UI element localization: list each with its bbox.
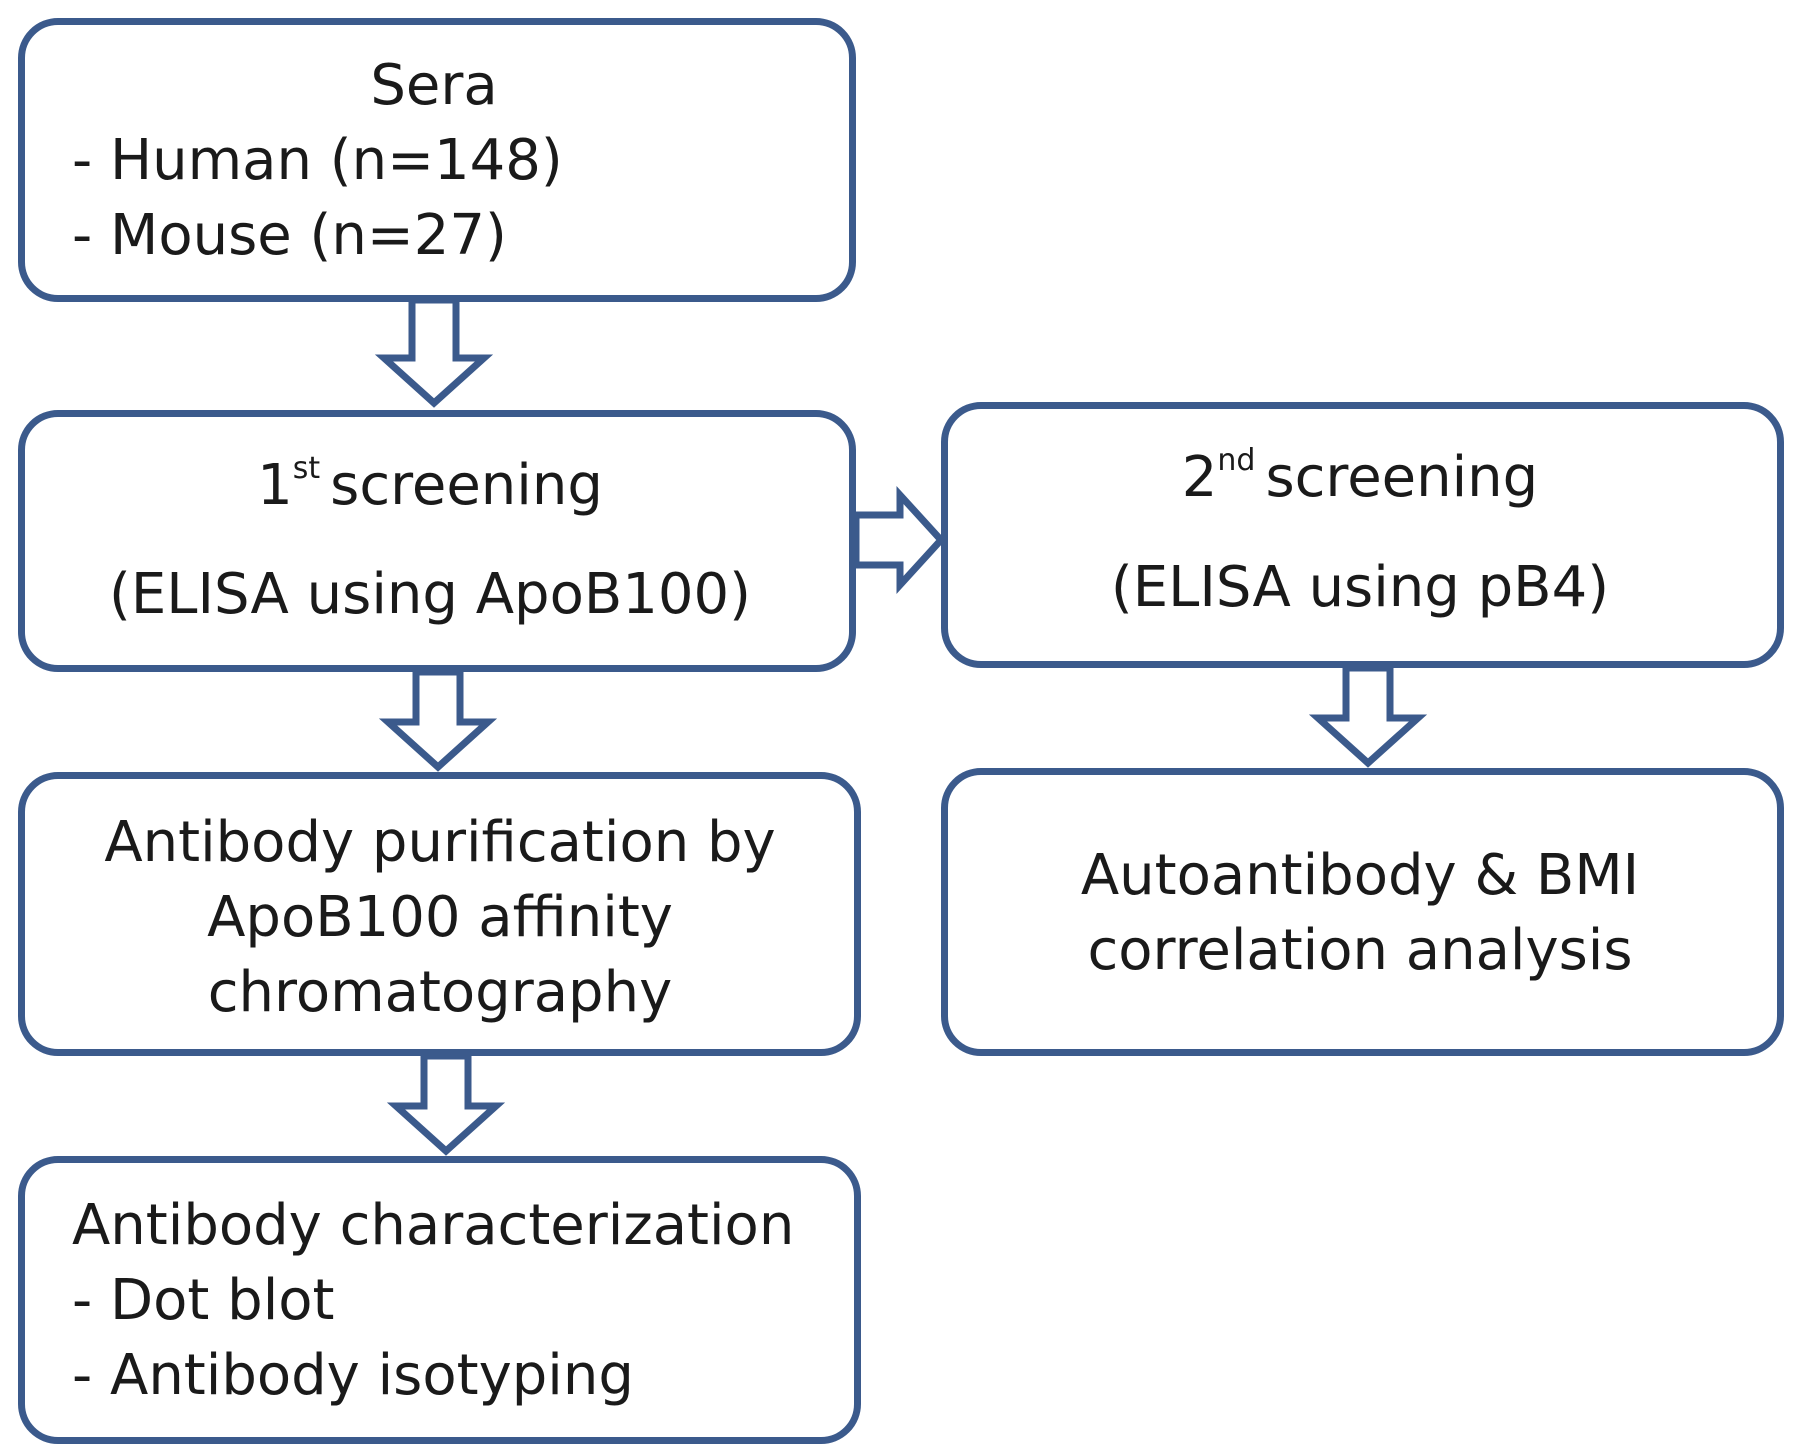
characterization-item-isotyping: - Antibody isotyping (72, 1343, 634, 1408)
correlation-line-1: Autoantibody & BMI (1080, 843, 1640, 908)
arrow-sera-to-screening1 (374, 296, 494, 408)
characterization-item-dot-blot: - Dot blot (72, 1268, 335, 1333)
purification-line-2: ApoB100 affinity (207, 885, 673, 950)
screening1-number: 1 (257, 453, 293, 518)
screening2-suffix: nd (1217, 443, 1256, 478)
sera-item-human: - Human (n=148) (72, 128, 563, 193)
screening1-box (18, 410, 856, 672)
correlation-line-2: correlation analysis (1087, 918, 1633, 983)
correlation-box (941, 768, 1784, 1056)
screening2-subtitle: (ELISA using pB4) (1110, 555, 1610, 620)
arrow-screening1-to-purification (378, 668, 498, 772)
screening1-subtitle: (ELISA using ApoB100) (109, 562, 751, 627)
purification-box (18, 772, 861, 1056)
arrow-purification-to-characterization (386, 1052, 506, 1156)
arrow-screening1-to-screening2 (852, 485, 946, 595)
screening2-number: 2 (1181, 445, 1218, 510)
characterization-box (18, 1156, 861, 1444)
screening1-label: screening (330, 453, 603, 518)
characterization-title: Antibody characterization (72, 1193, 795, 1258)
purification-line-1: Antibody purification by (104, 810, 776, 875)
purification-line-3: chromatography (207, 960, 673, 1025)
arrow-screening2-to-correlation (1308, 664, 1428, 768)
screening2-box (941, 402, 1784, 668)
screening1-suffix: st (292, 451, 321, 486)
sera-item-mouse: - Mouse (n=27) (72, 203, 507, 268)
sera-box (18, 18, 856, 302)
sera-title: Sera (370, 53, 498, 118)
screening2-label: screening (1265, 445, 1539, 510)
